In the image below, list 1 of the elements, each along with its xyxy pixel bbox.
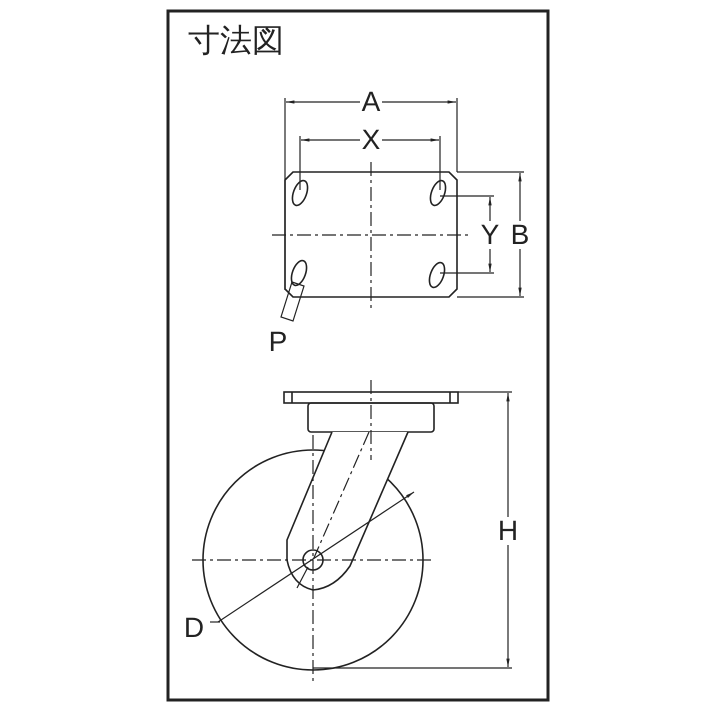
dimension-label: Y — [478, 221, 502, 249]
